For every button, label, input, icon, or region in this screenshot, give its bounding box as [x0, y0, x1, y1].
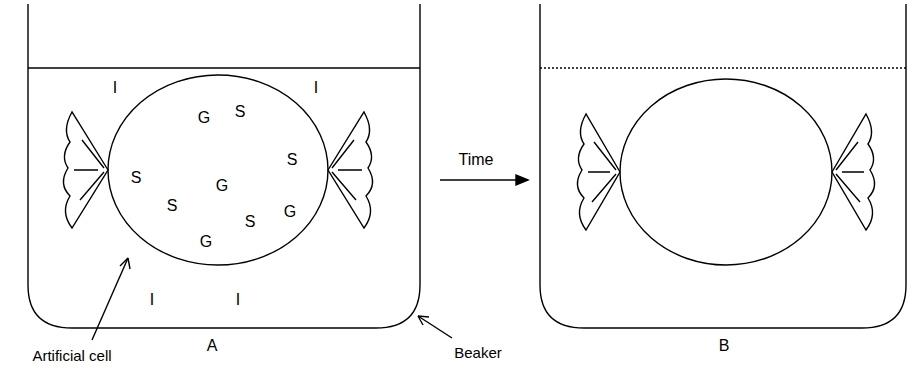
sucrose-letter: S — [131, 170, 142, 186]
cell-membrane — [620, 79, 832, 265]
beaker-outline — [540, 4, 906, 328]
candy-wrapper-end — [63, 112, 108, 228]
panel-letter: A — [207, 338, 218, 354]
beaker-outline — [28, 4, 420, 328]
wrapper-wrinkle — [332, 140, 362, 200]
leader-arrowhead — [120, 258, 130, 269]
glucose-letter: G — [200, 234, 212, 250]
glucose-letter: G — [284, 204, 296, 220]
ion-letter: I — [150, 292, 154, 308]
cell-membrane — [108, 75, 328, 265]
time-arrowhead — [516, 175, 528, 185]
sucrose-letter: S — [235, 104, 246, 120]
leader-line — [418, 316, 452, 338]
wrapper-wrinkle — [588, 142, 616, 202]
wrapper-wrinkle — [74, 140, 104, 200]
time-arrow — [440, 179, 528, 180]
part-label: Beaker — [454, 345, 502, 360]
sucrose-letter: S — [167, 198, 178, 214]
part-label: Artificial cell — [32, 348, 111, 363]
sucrose-letter: S — [245, 214, 256, 230]
ion-letter: I — [113, 80, 117, 96]
panel-letter: B — [719, 338, 730, 354]
candy-wrapper-end — [577, 114, 620, 230]
ion-letter: I — [236, 292, 240, 308]
glucose-letter: G — [216, 178, 228, 194]
candy-wrapper-end — [832, 114, 875, 230]
arrow-label: Time — [457, 152, 496, 168]
leader-arrowhead — [418, 316, 429, 325]
sucrose-letter: S — [287, 152, 298, 168]
leader-line — [92, 258, 128, 340]
wrapper-wrinkle — [836, 142, 864, 202]
glucose-letter: G — [198, 110, 210, 126]
water-line — [28, 67, 420, 68]
ion-letter: I — [314, 80, 318, 96]
water-line — [540, 67, 906, 68]
candy-wrapper-end — [328, 112, 373, 228]
